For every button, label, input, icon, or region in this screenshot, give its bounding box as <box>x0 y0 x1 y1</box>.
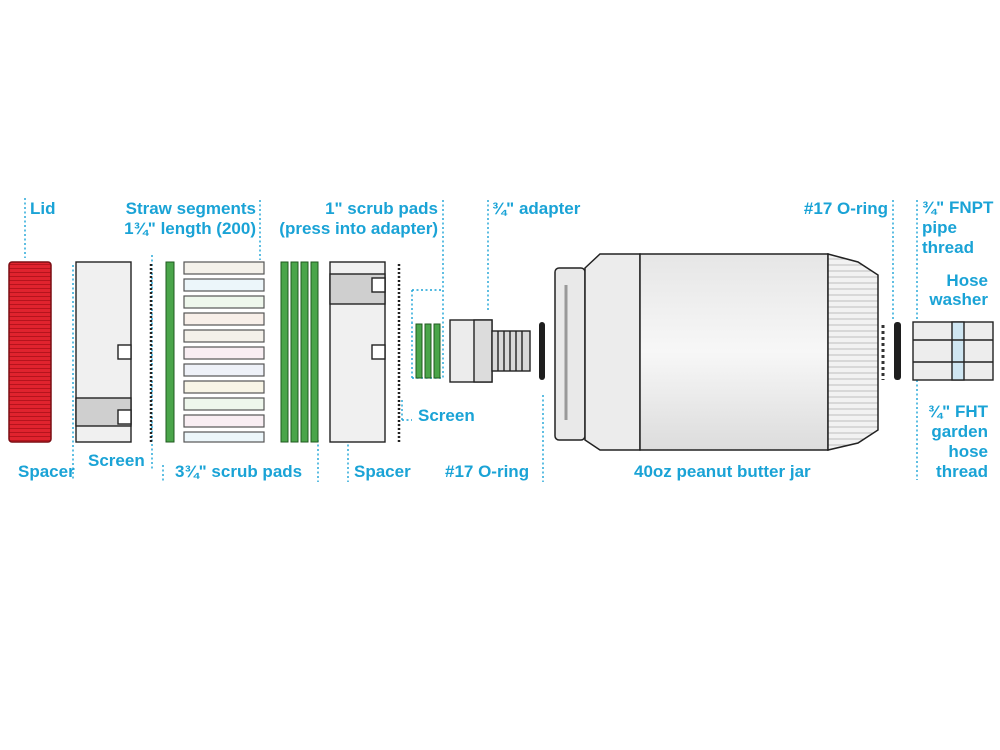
lid-label: Lid <box>30 199 56 218</box>
spacer-left-part <box>75 261 132 443</box>
spacer-left-label: Spacer <box>18 462 75 481</box>
fnpt-label-line3: thread <box>922 238 974 257</box>
screen-right-label: Screen <box>418 406 475 425</box>
hose-washer-label-line2: washer <box>929 290 988 309</box>
oring-top-label: #17 O-ring <box>803 199 888 218</box>
screen-left-label: Screen <box>88 451 145 470</box>
fht-label-line4: thread <box>936 462 988 481</box>
adapter-part <box>449 319 531 383</box>
straw-segments-label-line2: 1¾" length (200) <box>124 219 256 238</box>
spacer-right-label: Spacer <box>354 462 411 481</box>
scrub-pads-small-label-line2: (press into adapter) <box>279 219 438 238</box>
jar-part <box>554 253 879 451</box>
fnpt-label-line1: ¾" FNPT <box>922 198 994 217</box>
fht-label-line2: garden <box>931 422 988 441</box>
hose-fitting-part <box>912 321 994 381</box>
scrub-pads-small-part <box>415 323 441 379</box>
straw-segments-part <box>183 261 265 443</box>
straw-segments-label-line1: Straw segments <box>125 199 256 218</box>
spacer-right-part <box>329 261 386 443</box>
scrub-pads-large-label: 3¾" scrub pads <box>175 462 303 481</box>
jar-label: 40oz peanut butter jar <box>634 462 811 481</box>
scrub-pads-large-part <box>280 261 319 443</box>
adapter-label: ¾" adapter <box>492 199 581 218</box>
oring-left-part <box>539 322 545 380</box>
oring-right-part <box>894 322 901 380</box>
lid-part <box>8 261 52 443</box>
fnpt-label-line2: pipe <box>922 218 957 237</box>
fht-label-line3: hose <box>948 442 988 461</box>
oring-bottom-label: #17 O-ring <box>445 462 530 481</box>
scrub-pads-small-label-line1: 1" scrub pads <box>325 199 438 218</box>
hose-washer-label-line1: Hose <box>946 271 988 290</box>
fht-label-line1: ¾" FHT <box>927 402 988 421</box>
scrub-pad-large-part <box>165 261 175 443</box>
